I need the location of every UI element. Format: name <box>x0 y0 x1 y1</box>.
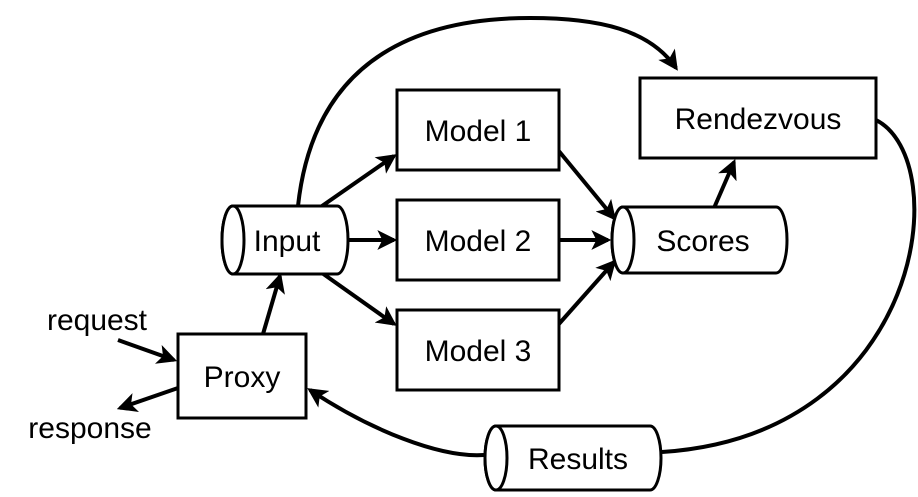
node-results: Results <box>483 424 663 492</box>
edges <box>116 15 917 458</box>
node-rendezvous-label: Rendezvous <box>675 103 842 136</box>
node-input: Input <box>220 204 350 276</box>
edge-proxy-to-response <box>116 386 179 413</box>
node-model1-label: Model 1 <box>425 115 532 148</box>
edge-rendezvous-to-results <box>661 118 917 454</box>
edge-model3-to-scores <box>556 259 617 327</box>
node-model2-label: Model 2 <box>425 225 532 258</box>
edge-input-to-model1 <box>320 154 397 208</box>
edge-model1-to-scores <box>556 148 617 221</box>
node-scores: Scores <box>610 205 789 275</box>
edge-proxy-to-input <box>261 272 285 335</box>
node-model1: Model 1 <box>395 88 561 172</box>
node-input-label: Input <box>254 225 321 258</box>
edge-input-to-rendezvous <box>296 15 678 207</box>
node-model3: Model 3 <box>395 308 561 392</box>
node-proxy: Proxy <box>176 332 308 420</box>
node-proxy-label: Proxy <box>204 361 281 394</box>
request-label: request <box>47 304 148 337</box>
response-label: response <box>28 412 151 445</box>
edge-results-to-proxy <box>307 388 485 458</box>
edge-input-to-model3 <box>320 271 397 326</box>
node-rendezvous: Rendezvous <box>638 76 878 160</box>
node-results-label: Results <box>528 443 628 476</box>
edge-scores-to-rendezvous <box>712 158 737 209</box>
edge-request-to-proxy <box>117 338 178 364</box>
node-model2: Model 2 <box>395 198 561 282</box>
node-scores-label: Scores <box>656 225 749 258</box>
node-model3-label: Model 3 <box>425 335 532 368</box>
